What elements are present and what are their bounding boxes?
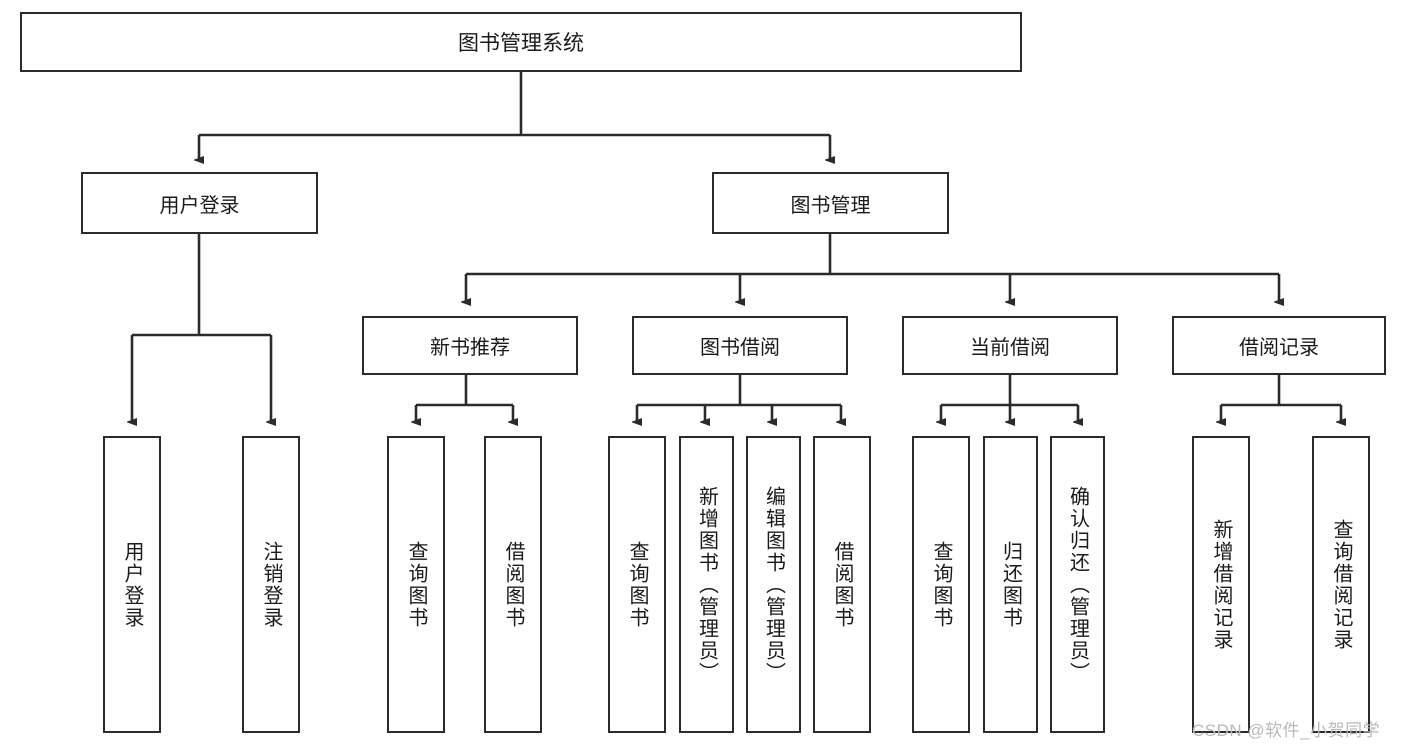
leaf-user-login-logout[interactable]: 注销登录	[242, 436, 300, 733]
leaf-label: 编辑图书（管理员）	[762, 485, 785, 684]
leaf-label: 归还图书	[999, 540, 1022, 629]
node-borrow-record[interactable]: 借阅记录	[1172, 316, 1386, 375]
leaf-recommend-borrow-book[interactable]: 借阅图书	[484, 436, 542, 733]
leaf-label: 查询借阅记录	[1330, 518, 1352, 651]
leaf-borrow-add-book[interactable]: 新增图书（管理员）	[679, 436, 734, 733]
leaf-current-query-book[interactable]: 查询图书	[912, 436, 970, 733]
node-user-login[interactable]: 用户登录	[81, 172, 318, 234]
node-book-borrow[interactable]: 图书借阅	[632, 316, 848, 375]
leaf-current-return-book[interactable]: 归还图书	[983, 436, 1038, 733]
leaf-current-confirm-return[interactable]: 确认归还（管理员）	[1050, 436, 1105, 733]
leaf-label: 查询图书	[930, 540, 952, 629]
leaf-borrow-edit-book[interactable]: 编辑图书（管理员）	[746, 436, 801, 733]
leaf-borrow-query-book[interactable]: 查询图书	[608, 436, 666, 733]
leaf-label: 查询图书	[405, 540, 427, 629]
node-current-borrow-label: 当前借阅	[970, 337, 1050, 359]
leaf-label: 借阅图书	[502, 540, 524, 629]
leaf-user-login-login[interactable]: 用户登录	[103, 436, 161, 733]
node-borrow-record-label: 借阅记录	[1239, 337, 1319, 359]
node-current-borrow[interactable]: 当前借阅	[902, 316, 1118, 375]
csdn-watermark: CSDN @软件_小贺同学	[1192, 721, 1381, 740]
leaf-label: 注销登录	[260, 540, 282, 629]
node-book-borrow-label: 图书借阅	[700, 337, 780, 359]
leaf-label: 用户登录	[121, 540, 143, 629]
node-root[interactable]: 图书管理系统	[20, 12, 1022, 72]
node-book-management[interactable]: 图书管理	[712, 172, 949, 234]
leaf-record-query-record[interactable]: 查询借阅记录	[1312, 436, 1370, 733]
leaf-label: 借阅图书	[831, 540, 853, 629]
leaf-label: 查询图书	[626, 540, 648, 629]
leaf-label: 新增图书（管理员）	[695, 485, 718, 684]
node-book-management-label: 图书管理	[790, 194, 871, 217]
node-user-login-label: 用户登录	[159, 194, 240, 217]
leaf-label: 确认归还（管理员）	[1066, 485, 1089, 684]
node-root-label: 图书管理系统	[458, 32, 584, 55]
leaf-record-add-record[interactable]: 新增借阅记录	[1192, 436, 1250, 733]
leaf-recommend-query-book[interactable]: 查询图书	[387, 436, 445, 733]
leaf-label: 新增借阅记录	[1210, 518, 1232, 651]
leaf-borrow-borrow-book[interactable]: 借阅图书	[813, 436, 871, 733]
node-new-book-recommend[interactable]: 新书推荐	[362, 316, 578, 375]
node-new-book-recommend-label: 新书推荐	[430, 337, 510, 359]
